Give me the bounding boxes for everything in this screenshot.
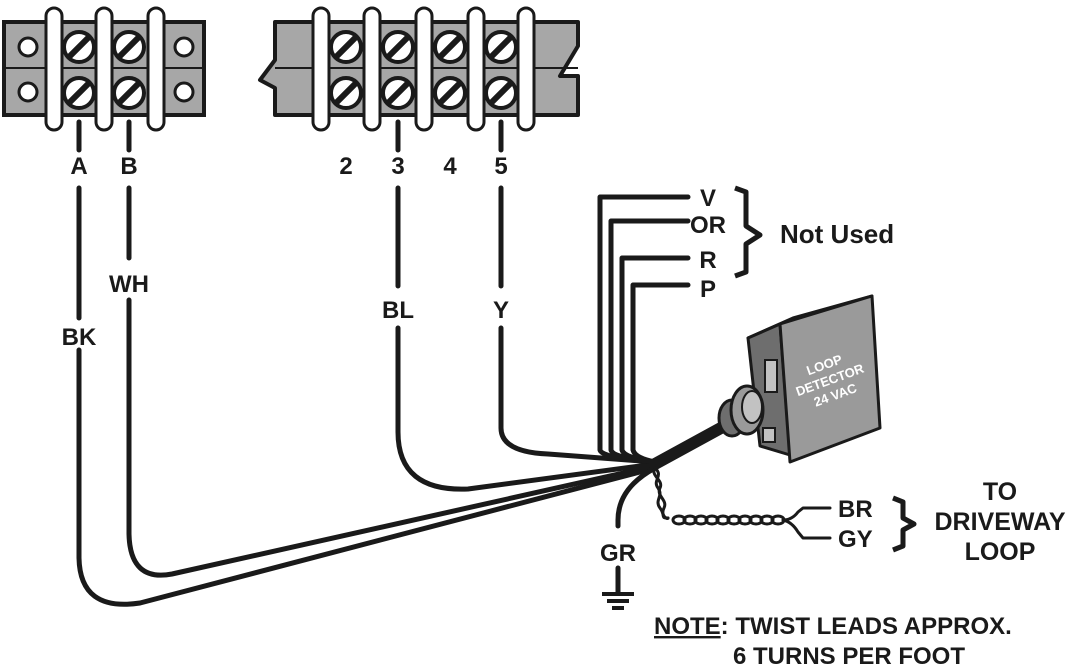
screw-terminal-3[interactable] (381, 30, 415, 110)
twisted-pair (652, 466, 832, 540)
note-line2: 6 TURNS PER FOOT (733, 643, 965, 670)
wire-y (498, 185, 658, 465)
wire-label-br: BR (838, 496, 873, 523)
wire-label-gr: GR (600, 540, 636, 567)
screw-terminal-2[interactable] (329, 30, 363, 110)
ground-icon (602, 592, 634, 610)
terminal-label-3: 3 (391, 153, 404, 180)
wire-label-bl: BL (382, 297, 414, 324)
screw-terminal-4[interactable] (433, 30, 467, 110)
loop-label-line2: DRIVEWAY (934, 508, 1065, 536)
brace-not-used (734, 185, 763, 279)
not-used-label: Not Used (780, 219, 894, 249)
wire-label-p: P (700, 276, 716, 303)
wire-bl (395, 185, 658, 492)
screw-terminal-b[interactable] (112, 30, 146, 110)
wire-label-or: OR (690, 212, 726, 239)
wire-wh (126, 185, 658, 578)
loop-detector-device: LOOP DETECTOR 24 VAC (717, 294, 882, 464)
device-connector (717, 384, 765, 438)
terminal-label-2: 2 (339, 153, 352, 180)
wire-label-y: Y (493, 297, 509, 324)
brace-driveway-loop (892, 495, 917, 553)
screw-terminal-a[interactable] (62, 30, 96, 110)
note-prefix: NOTE (654, 613, 721, 640)
wire-label-v: V (700, 185, 716, 212)
wire-gr (615, 465, 658, 529)
mount-hole (17, 81, 39, 103)
wire-label-r: R (699, 247, 716, 274)
wire-label-gy: GY (838, 526, 873, 553)
note-line1-rest: : TWIST LEADS APPROX. (721, 613, 1012, 640)
terminal-strip-left (2, 6, 206, 132)
terminal-strip-right (258, 6, 580, 132)
wire-label-bk: BK (62, 324, 97, 351)
loop-label-line3: LOOP (965, 538, 1036, 566)
mount-hole (173, 36, 195, 58)
terminal-label-4: 4 (443, 153, 457, 180)
note-line1: NOTE: TWIST LEADS APPROX. (654, 613, 1012, 640)
wire-bk (76, 185, 658, 607)
terminal-label-a: A (70, 153, 87, 180)
wire-label-wh: WH (109, 271, 149, 298)
loop-label-line1: TO (983, 478, 1017, 506)
mount-hole (17, 36, 39, 58)
screw-terminal-5[interactable] (484, 30, 518, 110)
wire-p (630, 282, 691, 465)
mount-hole (173, 81, 195, 103)
terminal-label-b: B (120, 153, 137, 180)
terminal-label-5: 5 (494, 153, 507, 180)
